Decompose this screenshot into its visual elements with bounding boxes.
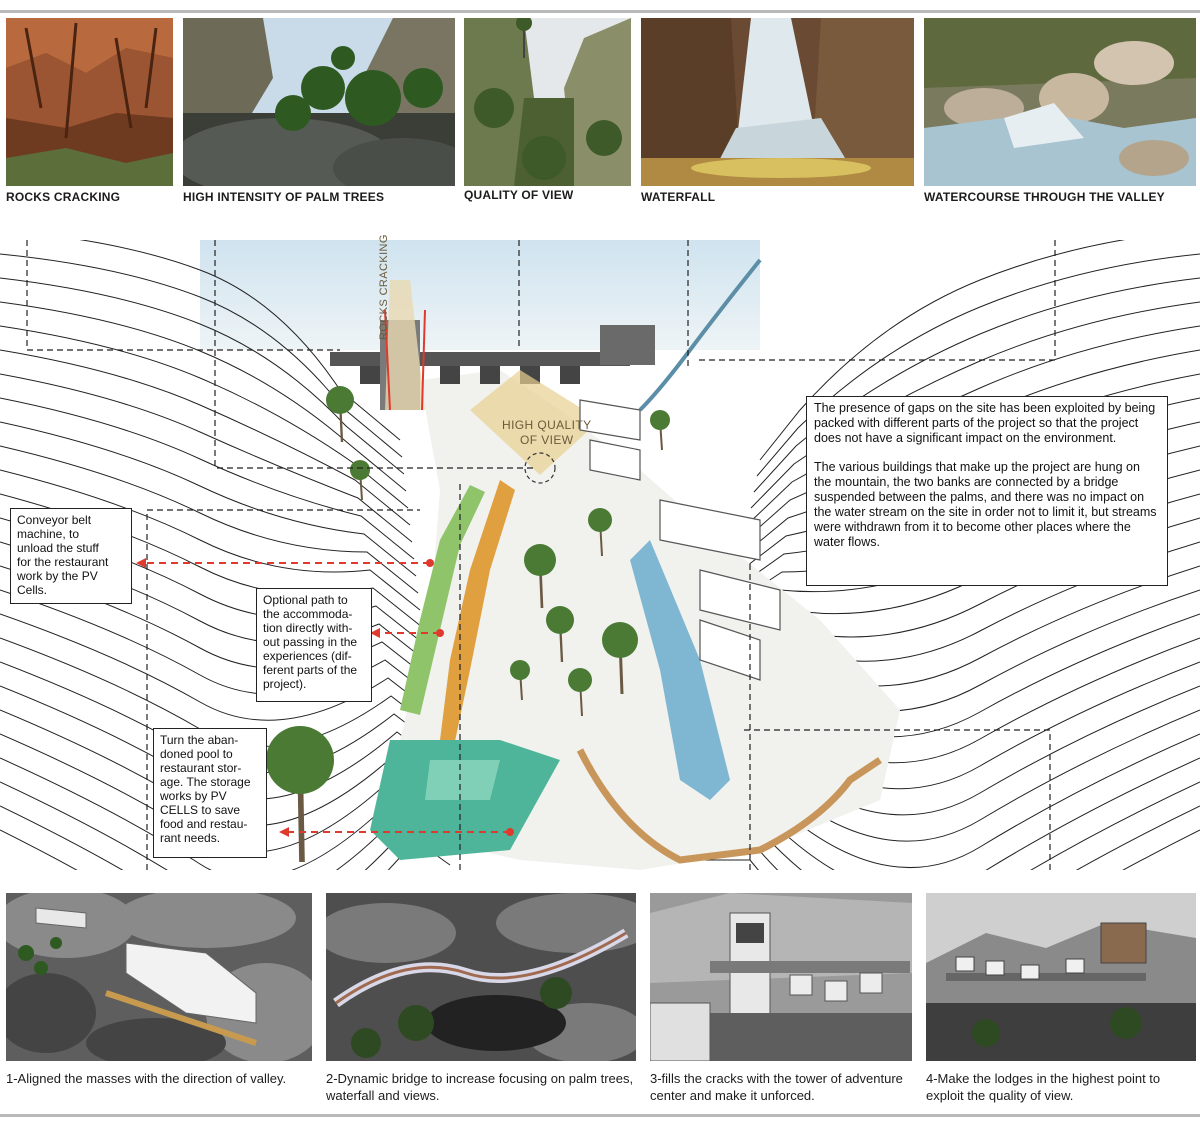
palm-crown — [510, 660, 530, 680]
caption-waterfall: WATERFALL — [641, 190, 716, 204]
contour-left — [0, 613, 433, 721]
palm-crown — [602, 622, 638, 658]
caption-step-2: 2-Dynamic bridge to increase focusing on… — [326, 1071, 634, 1103]
caption-rocks-cracking: ROCKS CRACKING — [6, 190, 121, 204]
palm-crown — [588, 508, 612, 532]
contour-left — [0, 277, 405, 475]
water-channel — [630, 540, 730, 800]
contour-right — [756, 253, 1200, 477]
palm-crown — [350, 460, 370, 480]
lodge-4 — [699, 569, 781, 631]
note-abandoned-pool: Turn the aban- doned pool to restaurant … — [153, 728, 267, 858]
photo-palm-trees — [183, 18, 455, 186]
palm-crown — [650, 410, 670, 430]
render-adventure-tower — [650, 893, 912, 1061]
lodge-1 — [579, 399, 641, 441]
note-pool-text: Turn the aban- doned pool to restaurant … — [160, 733, 251, 845]
caption-watercourse: WATERCOURSE THROUGH THE VALLEY — [924, 190, 1165, 204]
contour-left — [0, 421, 417, 577]
contour-left — [0, 373, 413, 543]
label-rocks-cracking: ROCKS CRACKING — [378, 234, 390, 340]
palm-crown — [326, 386, 354, 414]
contour-right — [759, 229, 1200, 461]
palm-crown — [524, 544, 556, 576]
lodge-3 — [659, 499, 761, 561]
contour-right — [696, 733, 1200, 869]
render-lodges — [926, 893, 1196, 1061]
optional-path — [430, 480, 515, 765]
upper-stream — [638, 258, 762, 412]
contour-left — [0, 397, 415, 560]
right-lodge — [600, 325, 655, 365]
palm-trees — [266, 386, 670, 863]
bottom-rule — [0, 1114, 1200, 1117]
contour-left — [0, 253, 403, 458]
top-rule — [0, 10, 1200, 13]
photo-watercourse — [924, 18, 1196, 186]
lodge-2 — [589, 439, 641, 481]
render-dynamic-bridge — [326, 893, 636, 1061]
conveyor-belt — [400, 485, 485, 715]
view-point — [524, 452, 556, 484]
view-cone — [470, 370, 600, 475]
render-aligned-masses — [6, 893, 312, 1061]
contour-left — [0, 301, 407, 492]
leader-rocks — [26, 200, 340, 351]
info-paragraph-1: The presence of gaps on the site has bee… — [814, 401, 1156, 445]
caption-palm-trees: HIGH INTENSITY OF PALM TREES — [183, 190, 385, 204]
palm-crown — [568, 668, 592, 692]
contour-left — [0, 445, 419, 594]
site-perspective-diagram: ROCKS CRACKING HIGH QUALITY OF VIEW Conv… — [0, 194, 1200, 975]
note-optional-path: Optional path to the accommoda- tion dir… — [256, 588, 372, 702]
note-conveyor-text: Conveyor belt machine, to unload the stu… — [17, 513, 109, 597]
info-paragraph-2: The various buildings that make up the p… — [814, 460, 1157, 549]
caption-step-3: 3-fills the cracks with the tower of adv… — [650, 1071, 903, 1103]
leader-bottom-1 — [146, 509, 420, 880]
caption-quality-of-view: QUALITY OF VIEW — [464, 188, 574, 202]
contour-left — [0, 757, 445, 880]
leader-watercourse — [695, 210, 1056, 361]
lower-walkway — [576, 748, 882, 864]
photo-quality-of-view — [464, 18, 631, 186]
note-project-description: The presence of gaps on the site has bee… — [806, 396, 1168, 586]
leader-bottom-4 — [740, 729, 1051, 880]
label-high-quality-view: HIGH QUALITY OF VIEW — [502, 418, 592, 447]
caption-step-4: 4-Make the lodges in the highest point t… — [926, 1071, 1161, 1103]
leader-palms — [214, 220, 535, 469]
caption-step-1: 1-Aligned the masses with the direction … — [6, 1071, 287, 1086]
rocks-beam — [385, 280, 425, 410]
suspended-bridge — [330, 352, 630, 366]
contour-left — [0, 349, 411, 526]
note-path-text: Optional path to the accommoda- tion dir… — [263, 593, 358, 691]
note-conveyor-belt: Conveyor belt machine, to unload the stu… — [10, 508, 132, 604]
photo-rocks-cracking — [6, 18, 173, 186]
photo-waterfall — [641, 18, 914, 186]
contour-left — [0, 325, 409, 509]
lodge-5 — [699, 619, 761, 681]
sky — [200, 240, 760, 350]
palm-crown — [546, 606, 574, 634]
palm-crown — [266, 726, 334, 794]
contour-left — [0, 469, 421, 611]
